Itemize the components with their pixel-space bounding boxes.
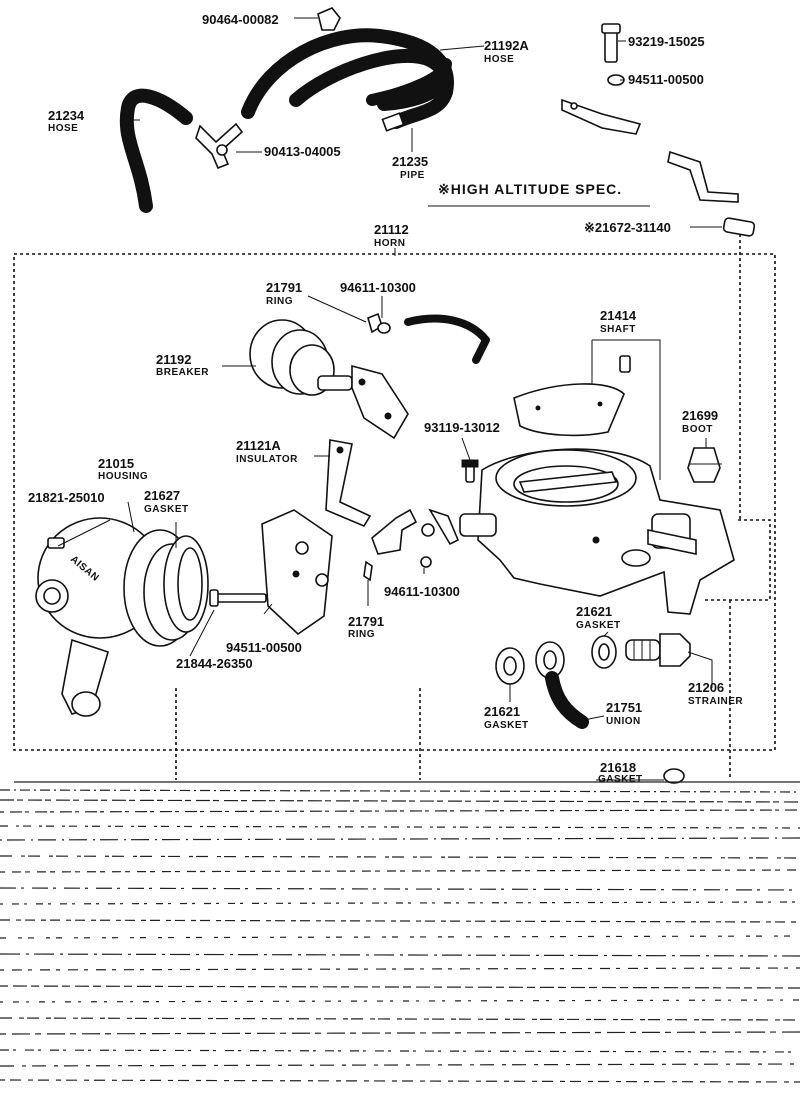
plug-21672 <box>722 217 756 237</box>
label-21791-bot-name: RING <box>348 629 375 640</box>
label-21844-pn: 21844-26350 <box>176 656 253 671</box>
label-21618-name: GASKET <box>598 774 643 785</box>
label-21015-pn: 21015 <box>98 456 134 471</box>
strainer-21206 <box>625 633 691 667</box>
insulator-21121A <box>325 439 372 528</box>
label-21414-name: SHAFT <box>600 324 636 335</box>
label-21121A-pn: 21121A <box>236 438 281 453</box>
gasket-21627 <box>163 535 209 633</box>
label-21699-pn: 21699 <box>682 408 718 423</box>
hose-21192A <box>241 28 454 129</box>
horn-assembly-boundary <box>13 234 776 780</box>
gasket-21618 <box>663 768 685 784</box>
boot-21699 <box>687 447 722 483</box>
screw-21821 <box>47 537 65 549</box>
scan-distortion-band <box>0 781 800 1083</box>
label-21699-name: BOOT <box>682 424 713 435</box>
label-21621-top-pn: 21621 <box>576 604 612 619</box>
breaker-21192 <box>249 319 409 440</box>
label-21821-pn: 21821-25010 <box>28 490 105 505</box>
tee-90413 <box>195 122 244 170</box>
label-21192-pn: 21192 <box>156 352 191 367</box>
label-21621-bot-pn: 21621 <box>484 704 520 719</box>
label-21791-top-name: RING <box>266 296 293 307</box>
label-21192A-name: HOSE <box>484 54 514 65</box>
lever-arm <box>371 508 460 568</box>
gasket-21621-upper <box>591 635 617 669</box>
shaft-21414 <box>513 355 631 437</box>
label-21121A-name: INSULATOR <box>236 454 298 465</box>
label-94511-top-pn: 94511-00500 <box>628 72 704 87</box>
label-21015-name: HOUSING <box>98 471 148 482</box>
high-altitude-spec-note: ※HIGH ALTITUDE SPEC. <box>438 181 622 197</box>
pipe-21235 <box>366 58 452 132</box>
hose-21234 <box>119 88 193 213</box>
label-21414-pn: 21414 <box>600 308 637 323</box>
label-21112-pn: 21112 <box>374 222 409 237</box>
label-94611-bot-pn: 94611-10300 <box>384 584 460 599</box>
label-90413-pn: 90413-04005 <box>264 144 341 159</box>
label-21627-pn: 21627 <box>144 488 180 503</box>
leader-lines <box>57 17 722 781</box>
label-21235-name: PIPE <box>400 170 425 181</box>
clip-90464 <box>317 7 341 31</box>
label-94611-top-pn: 94611-10300 <box>340 280 416 295</box>
carburetor-body <box>459 448 735 615</box>
label-21235-pn: 21235 <box>392 154 428 169</box>
bolt-93219 <box>601 23 621 63</box>
label-90464-pn: 90464-00082 <box>202 12 279 27</box>
union-21751 <box>535 641 589 729</box>
bracket-high-altitude <box>561 98 739 203</box>
label-21791-top-pn: 21791 <box>266 280 302 295</box>
gasket-21621-lower <box>495 647 525 685</box>
label-21621-bot-name: GASKET <box>484 720 529 731</box>
label-21672-pn: ※21672-31140 <box>584 220 671 235</box>
label-21112-name: HORN <box>374 238 405 249</box>
ring-21791-lower <box>363 560 373 582</box>
label-21234-name: HOSE <box>48 123 78 134</box>
label-21751-name: UNION <box>606 716 641 727</box>
label-21621-top-name: GASKET <box>576 620 621 631</box>
label-21192A-pn: 21192A <box>484 38 529 53</box>
label-21206-pn: 21206 <box>688 680 724 695</box>
screw-93119 <box>461 459 479 483</box>
label-21192-name: BREAKER <box>156 367 209 378</box>
label-21206-name: STRAINER <box>688 696 743 707</box>
rod-and-clip <box>367 312 490 364</box>
label-21751-pn: 21751 <box>606 700 642 715</box>
label-21618-pn: 21618 <box>600 760 636 775</box>
label-21234-pn: 21234 <box>48 108 85 123</box>
part-labels: 90464-00082 21192A HOSE 93219-15025 9451… <box>28 12 743 785</box>
label-93119-pn: 93119-13012 <box>424 420 500 435</box>
label-21791-bot-pn: 21791 <box>348 614 384 629</box>
cover-plate <box>261 509 333 636</box>
label-94511-bot-pn: 94511-00500 <box>226 640 302 655</box>
label-21627-name: GASKET <box>144 504 189 515</box>
label-93219-pn: 93219-15025 <box>628 34 705 49</box>
